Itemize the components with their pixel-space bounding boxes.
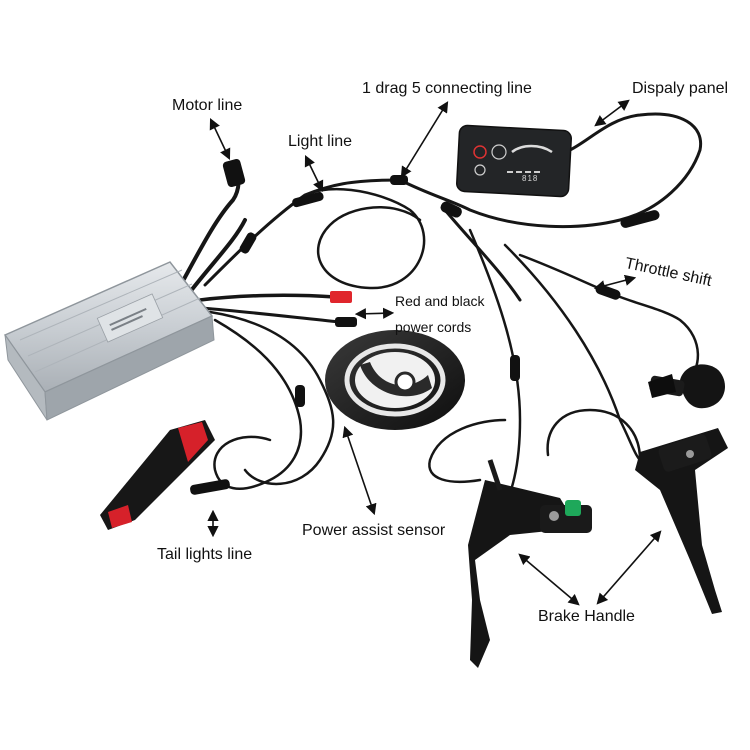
label-drag-connecting-line: 1 drag 5 connecting line — [362, 80, 532, 97]
label-display-panel: Dispaly panel — [632, 80, 729, 97]
callout-arrows — [207, 99, 662, 606]
display-panel-device — [456, 124, 572, 198]
label-brake-handle: Brake Handle — [538, 608, 635, 625]
label-tail-lights-line: Tail lights line — [157, 546, 253, 563]
label-red-black-line2: power cords — [395, 319, 472, 335]
power-assist-sensor-disc — [325, 330, 465, 430]
brake-handle-left — [468, 459, 592, 668]
brake-handle-right — [635, 428, 728, 614]
tail-light-device — [100, 420, 230, 530]
throttle-device — [648, 364, 725, 409]
cable-connectors — [222, 159, 660, 407]
label-light-line: Light line — [288, 133, 353, 150]
label-motor-line: Motor line — [172, 97, 243, 114]
label-red-black-line1: Red and black — [395, 293, 485, 309]
controller-box — [3, 261, 215, 421]
label-power-assist-sensor: Power assist sensor — [302, 522, 446, 539]
display-readout: 818 — [522, 174, 539, 183]
cable-bundle — [176, 112, 703, 507]
